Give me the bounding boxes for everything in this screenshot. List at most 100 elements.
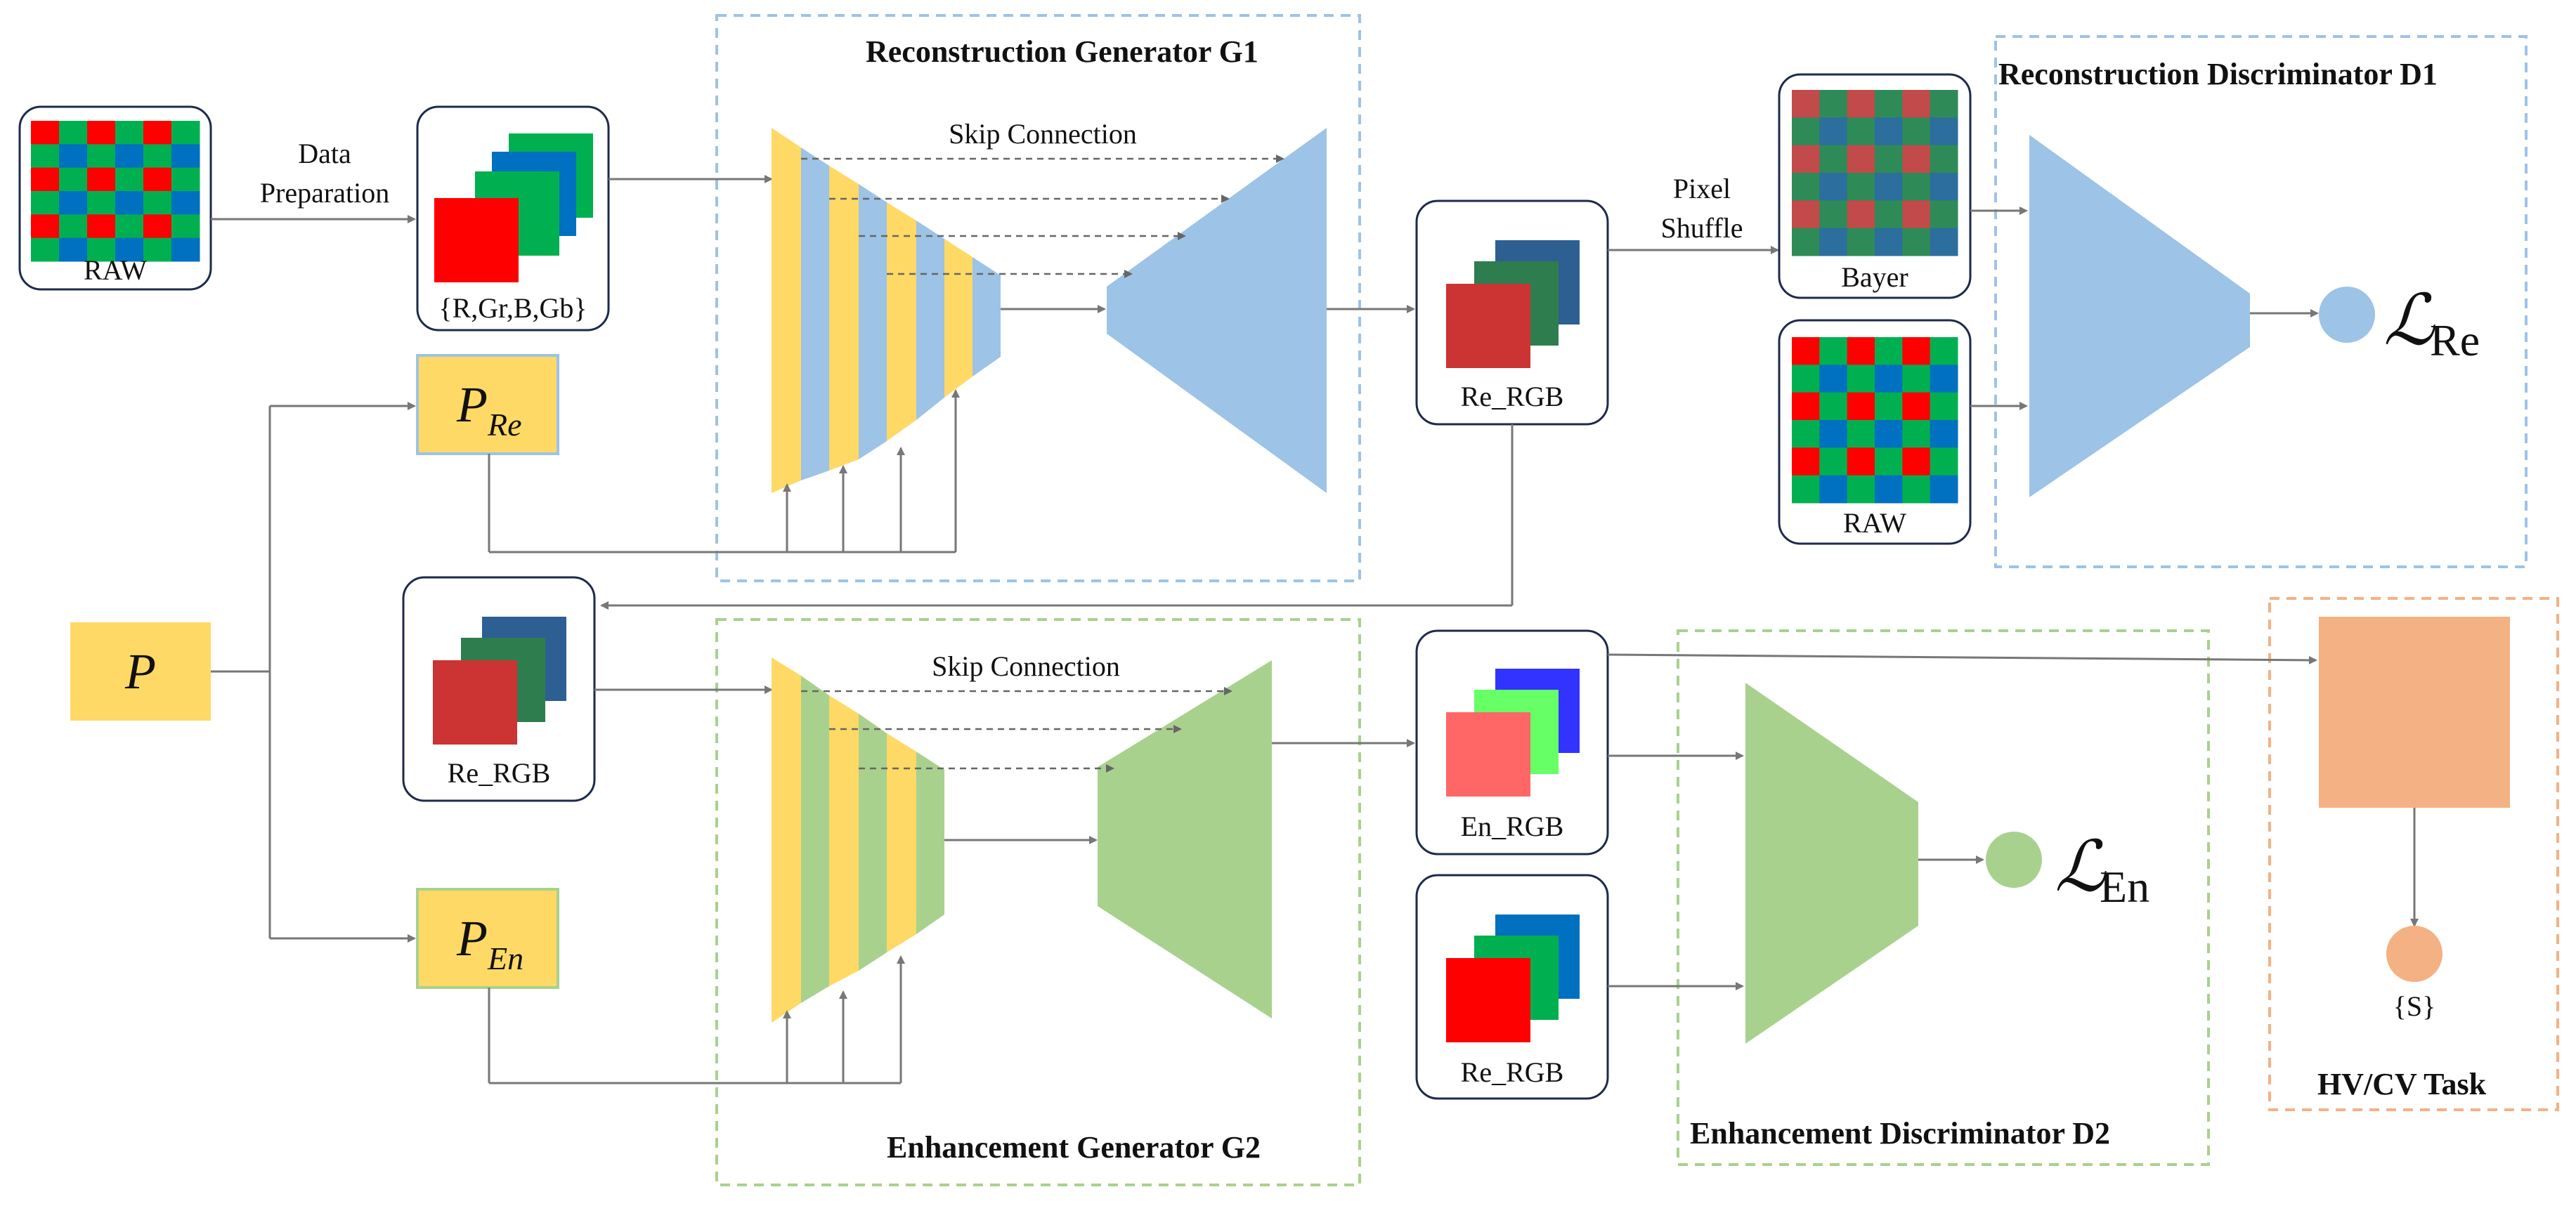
data-prep-label-2: Preparation [260,177,389,209]
bayer-cell [1875,337,1903,365]
g1-decoder [1107,128,1327,493]
bayer-cell [1819,365,1848,393]
recon-generator-title: Reconstruction Generator G1 [866,34,1258,69]
recon-generator-frame [715,14,1361,582]
bayer-cell [1792,228,1820,256]
bayer-cell [1792,117,1820,146]
bayer-cell [1930,90,1958,118]
bayer-grid [1792,90,1958,256]
bayer-cell [143,237,172,262]
bayer-cell [59,214,88,239]
bayer-cell [1875,117,1903,146]
bayer-cell [1847,337,1875,365]
pixel-shuffle-label-2: Shuffle [1660,212,1743,244]
bayer-cell [1847,173,1875,201]
bayer-cell [115,237,144,262]
bayer-cell [1902,392,1931,421]
bayer-cell [1819,200,1848,229]
bayer-cell [1902,447,1931,476]
bayer-cell [1875,200,1903,229]
bayer-cell [1819,117,1848,146]
enh-discriminator-frame [1677,629,2210,1166]
bayer-cell [1930,200,1958,229]
bayer-cell [1930,392,1958,421]
raw-right-label: RAW [1843,507,1906,539]
bayer-cell [59,167,88,192]
skip-connection-label-2: Skip Connection [932,650,1120,682]
bayer-cell [87,214,116,239]
bayer-cell [1819,145,1848,173]
bayer-cell [1930,117,1958,146]
bayer-cell [31,121,60,145]
bayer-cell [1847,420,1875,448]
s-output-label: {S} [2393,990,2436,1022]
bayer-cell [1847,228,1875,256]
bayer-cell [1792,420,1820,448]
bayer-cell [1847,447,1875,476]
bayer-cell [87,144,116,169]
enh-discriminator-title: Enhancement Discriminator D2 [1690,1116,2110,1151]
p-node [70,622,211,721]
bayer-cell [1875,173,1903,201]
bayer-cell [87,167,116,192]
bayer-cell [1902,200,1931,229]
s-output-node [2386,926,2442,982]
bayer-cell [1875,145,1903,173]
bayer-cell [1819,90,1848,118]
bayer-cell [1875,475,1903,504]
p-en-main: P [456,910,488,966]
bayer-cell [1875,90,1903,118]
g1-encoder [772,128,1001,493]
task-title: HV/CV Task [2317,1067,2487,1101]
bayer-cell [1792,392,1820,421]
bayer-label: Bayer [1841,261,1908,293]
re-rgb-mid-label: Re_RGB [448,757,551,789]
task-model-block [2319,617,2510,808]
bayer-cell [171,191,200,215]
re-rgb-bot-label: Re_RGB [1461,1056,1564,1088]
bayer-cell [143,121,172,145]
bayer-cell [1930,228,1958,256]
bayer-cell [171,214,200,239]
bayer-cell [1847,145,1875,173]
p-en-node [416,888,559,989]
bayer-cell [31,167,60,192]
bayer-cell [1819,337,1848,365]
bayer-cell [143,214,172,239]
bayer-cell [87,191,116,215]
d2-discriminator [1745,683,1918,1044]
channels-label: {R,Gr,B,Gb} [438,292,587,324]
loss-re-node [2319,287,2375,343]
pixel-shuffle-label-1: Pixel [1673,173,1731,204]
re-rgb-bot-r [1446,958,1530,1042]
bayer-cell [143,144,172,169]
bayer-cell [1819,447,1848,476]
bayer-cell [1902,365,1931,393]
bayer-cell [1902,117,1931,146]
p-re-sub: Re [487,407,522,443]
bayer-cell [1792,173,1820,201]
bayer-cell [59,121,88,145]
p-re-node [416,354,559,455]
bayer-cell [115,191,144,215]
g2-decoder [1098,660,1272,1018]
re-rgb-top-label: Re_RGB [1461,381,1564,412]
bayer-cell [1792,475,1820,504]
bayer-cell [1792,200,1820,229]
bayer-cell [171,144,200,169]
bayer-cell [1792,447,1820,476]
bayer-cell [115,144,144,169]
d1-discriminator [2029,135,2250,497]
bayer-cell [1819,420,1848,448]
enh-generator-frame [715,618,1361,1186]
bayer-cell [31,144,60,169]
bayer-cell [1902,420,1931,448]
bayer-cell [1847,475,1875,504]
bayer-cell [1902,145,1931,173]
bayer-cell [1930,365,1958,393]
bayer-cell [1847,392,1875,421]
raw-right-grid [1792,337,1958,504]
re-rgb-top-r [1446,284,1530,368]
bayer-cell [1875,420,1903,448]
